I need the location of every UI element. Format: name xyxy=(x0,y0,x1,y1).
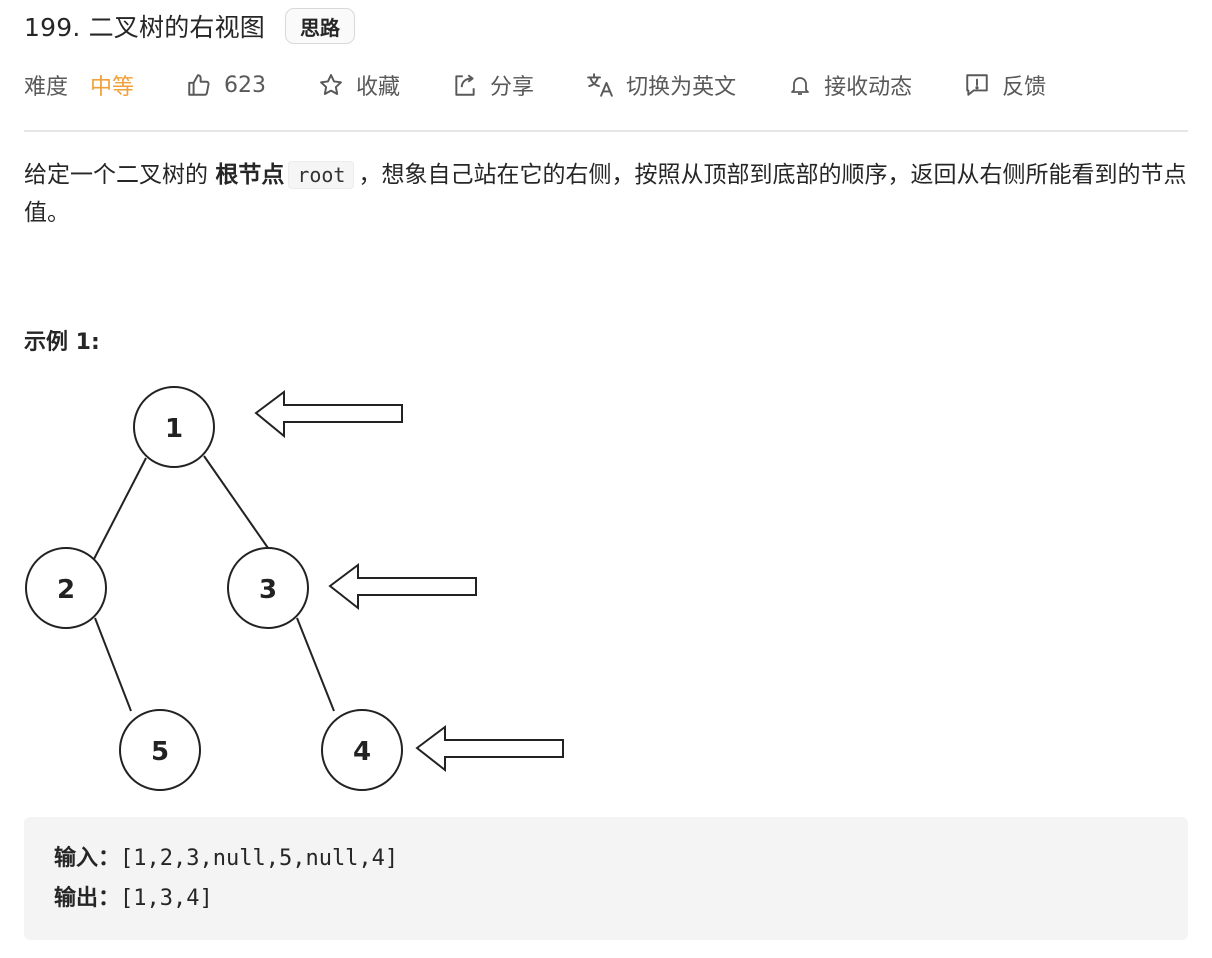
hint-badge[interactable]: 思路 xyxy=(285,8,356,44)
meta-toolbar: 难度 中等 623 收藏 分享 xyxy=(24,62,1046,108)
tree-node-label-5: 5 xyxy=(151,737,169,767)
difficulty-value: 中等 xyxy=(90,75,135,100)
favorite-button[interactable]: 收藏 xyxy=(318,69,400,101)
arrow-row-1 xyxy=(254,390,403,439)
output-label: 输出： xyxy=(54,886,121,911)
tree-node-label-3: 3 xyxy=(259,575,277,605)
arrow-row-3 xyxy=(415,725,564,773)
input-line: 输入：[1,2,3,null,5,null,4] xyxy=(54,839,1158,879)
tree-node-label-2: 2 xyxy=(57,575,75,605)
translate-label: 切换为英文 xyxy=(626,75,737,100)
edge-3-4 xyxy=(296,617,335,712)
inline-code-root: root xyxy=(288,161,355,189)
like-button[interactable]: 623 xyxy=(186,72,266,98)
edge-1-2 xyxy=(93,457,147,560)
difficulty-label: 难度 xyxy=(24,75,69,100)
feedback-button[interactable]: 反馈 xyxy=(964,69,1046,101)
edge-2-5 xyxy=(94,617,132,712)
bell-icon xyxy=(788,72,812,98)
share-label: 分享 xyxy=(490,75,535,100)
tree-node-1 xyxy=(133,386,215,468)
tree-node-label-1: 1 xyxy=(165,414,183,444)
subscribe-label: 接收动态 xyxy=(824,75,913,100)
input-value: [1,2,3,null,5,null,4] xyxy=(120,846,399,871)
share-button[interactable]: 分享 xyxy=(452,69,534,101)
subscribe-button[interactable]: 接收动态 xyxy=(788,69,912,101)
star-icon xyxy=(318,72,344,98)
arrow-row-2 xyxy=(328,563,477,611)
tree-node-3 xyxy=(227,547,309,629)
example-title: 示例 1: xyxy=(24,330,100,355)
share-icon xyxy=(452,72,478,98)
tree-node-2 xyxy=(25,547,107,629)
translate-icon xyxy=(586,72,614,98)
tree-node-label-4: 4 xyxy=(353,737,371,767)
translate-button[interactable]: 切换为英文 xyxy=(586,69,736,101)
input-label: 输入： xyxy=(54,846,121,871)
example-code-block: 输入：[1,2,3,null,5,null,4] 输出：[1,3,4] xyxy=(24,817,1188,940)
output-value: [1,3,4] xyxy=(120,886,213,911)
output-line: 输出：[1,3,4] xyxy=(54,879,1158,919)
problem-title: 199. 二叉树的右视图 xyxy=(24,13,266,42)
thumbs-up-icon xyxy=(186,72,212,98)
like-count: 623 xyxy=(224,72,267,98)
feedback-label: 反馈 xyxy=(1002,75,1047,100)
title-row: 199. 二叉树的右视图 思路 xyxy=(24,6,356,46)
desc-text-2: ，想象自己站在它的右侧，按照从顶部到底部的顺序，返回从右侧所能看到的节点值。 xyxy=(24,162,1187,226)
tree-node-4 xyxy=(321,709,403,791)
tree-node-5 xyxy=(119,709,201,791)
tree-diagram: 1 2 3 5 4 xyxy=(25,386,564,791)
desc-text-1: 给定一个二叉树的 xyxy=(24,162,216,188)
favorite-label: 收藏 xyxy=(356,75,401,100)
desc-bold-root-node: 根节点 xyxy=(215,162,285,188)
feedback-icon xyxy=(964,72,990,98)
edge-1-3 xyxy=(203,455,269,549)
divider xyxy=(24,130,1188,132)
